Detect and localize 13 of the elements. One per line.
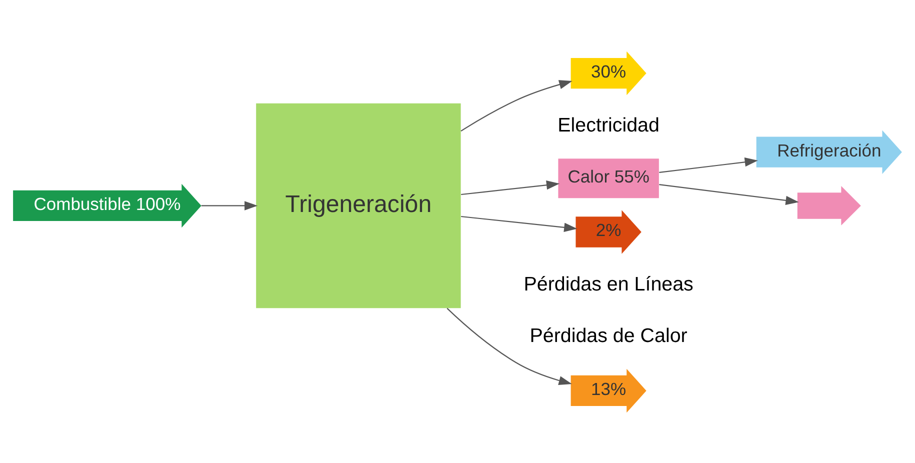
arrow: [659, 157, 758, 172]
arrow: [446, 307, 572, 385]
node-label: Pérdidas de Calor: [530, 324, 688, 346]
arrow: [461, 180, 560, 195]
node-box: Trigeneración: [256, 102, 461, 308]
node-label: Pérdidas en Líneas: [524, 272, 694, 295]
arrow: [659, 184, 799, 204]
arrow: [201, 200, 258, 210]
node-arrow: [797, 186, 861, 225]
node-box: Calor 55%: [558, 158, 659, 198]
arrow: [461, 215, 578, 232]
node-label: Electricidad: [558, 114, 660, 136]
arrow: [460, 80, 572, 131]
